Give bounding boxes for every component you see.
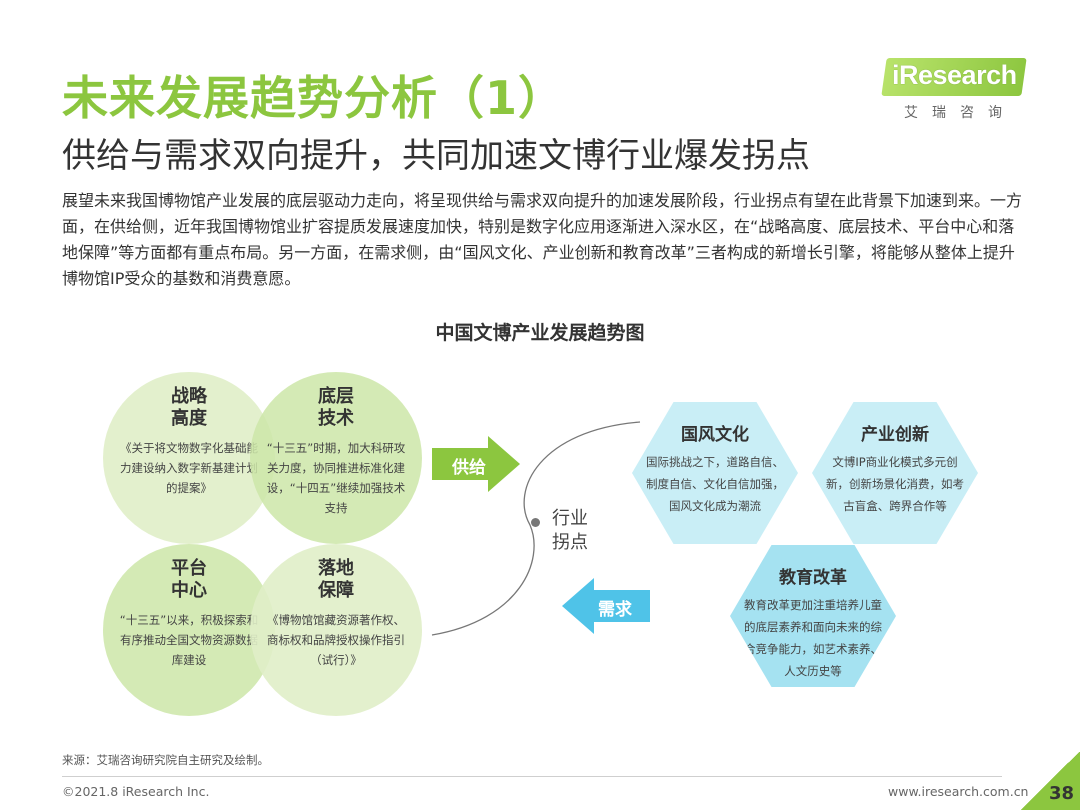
- hex-title: 产业创新: [861, 425, 929, 445]
- circle-title: 战略 高度: [171, 386, 207, 429]
- website-link[interactable]: www.iresearch.com.cn: [888, 784, 1029, 799]
- hex-text: 教育改革更加注重培养儿童的底层素养和面向未来的综合竞争能力，如艺术素养、人文历史…: [744, 598, 882, 678]
- circle-landing: 落地 保障 《博物馆馆藏资源著作权、商标权和品牌授权操作指引（试行）》: [250, 544, 422, 716]
- copyright: ©2021.8 iResearch Inc.: [62, 784, 210, 799]
- inflection-label: 行业拐点: [552, 508, 588, 553]
- page-title: 未来发展趋势分析（1）: [62, 71, 566, 125]
- source-note: 来源：艾瑞咨询研究院自主研究及绘制。: [62, 753, 269, 767]
- circle-title: 底层 技术: [318, 386, 354, 429]
- footer-divider: [62, 776, 1002, 777]
- circle-text: “十三五”时期，加大科研攻关力度，协同推进标准化建设，“十四五”继续加强技术支持: [266, 441, 406, 515]
- circle-platform: 平台 中心 “十三五”以来，积极探索和有序推动全国文物资源数据库建设: [103, 544, 275, 716]
- hex-text: 文博IP商业化模式多元创新，创新场景化消费，如考古盲盒、跨界合作等: [826, 455, 964, 513]
- page-subtitle: 供给与需求双向提升，共同加速文博行业爆发拐点: [62, 136, 810, 176]
- hex-title: 国风文化: [681, 425, 749, 445]
- demand-label: 需求: [598, 600, 632, 620]
- circle-strategy: 战略 高度 《关于将文物数字化基础能力建设纳入数字新基建计划的提案》: [103, 372, 275, 544]
- circle-text: “十三五”以来，积极探索和有序推动全国文物资源数据库建设: [119, 613, 259, 667]
- logo-cn-text: 艾瑞咨询: [904, 105, 1016, 121]
- demand-arrow: [562, 578, 650, 634]
- circle-technology: 底层 技术 “十三五”时期，加大科研攻关力度，协同推进标准化建设，“十四五”继续…: [250, 372, 422, 544]
- intro-paragraph: 展望未来我国博物馆产业发展的底层驱动力走向，将呈现供给与需求双向提升的加速发展阶…: [62, 191, 1023, 288]
- iresearch-logo: iResearch 艾瑞咨询: [881, 58, 1027, 124]
- supply-arrow: [432, 436, 520, 492]
- hex-education-reform: 教育改革 教育改革更加注重培养儿童的底层素养和面向未来的综合竞争能力，如艺术素养…: [730, 545, 896, 687]
- page-number: 38: [1048, 783, 1074, 804]
- hex-text: 国际挑战之下，道路自信、制度自信、文化自信加强，国风文化成为潮流: [646, 455, 784, 513]
- corner-decoration: [1020, 752, 1080, 810]
- supply-label: 供给: [452, 458, 486, 478]
- inflection-dot: [531, 518, 540, 527]
- circle-text: 《关于将文物数字化基础能力建设纳入数字新基建计划的提案》: [120, 441, 258, 495]
- hex-industry-innovation: 产业创新 文博IP商业化模式多元创新，创新场景化消费，如考古盲盒、跨界合作等: [812, 402, 978, 544]
- circle-title: 平台 中心: [171, 558, 207, 601]
- circle-text: 《博物馆馆藏资源著作权、商标权和品牌授权操作指引（试行）》: [267, 613, 405, 667]
- logo-text: iResearch: [892, 60, 1017, 90]
- circle-title: 落地 保障: [318, 558, 354, 601]
- hex-guofeng-culture: 国风文化 国际挑战之下，道路自信、制度自信、文化自信加强，国风文化成为潮流: [632, 402, 798, 544]
- diagram-title: 中国文博产业发展趋势图: [435, 322, 645, 344]
- hex-title: 教育改革: [779, 568, 847, 588]
